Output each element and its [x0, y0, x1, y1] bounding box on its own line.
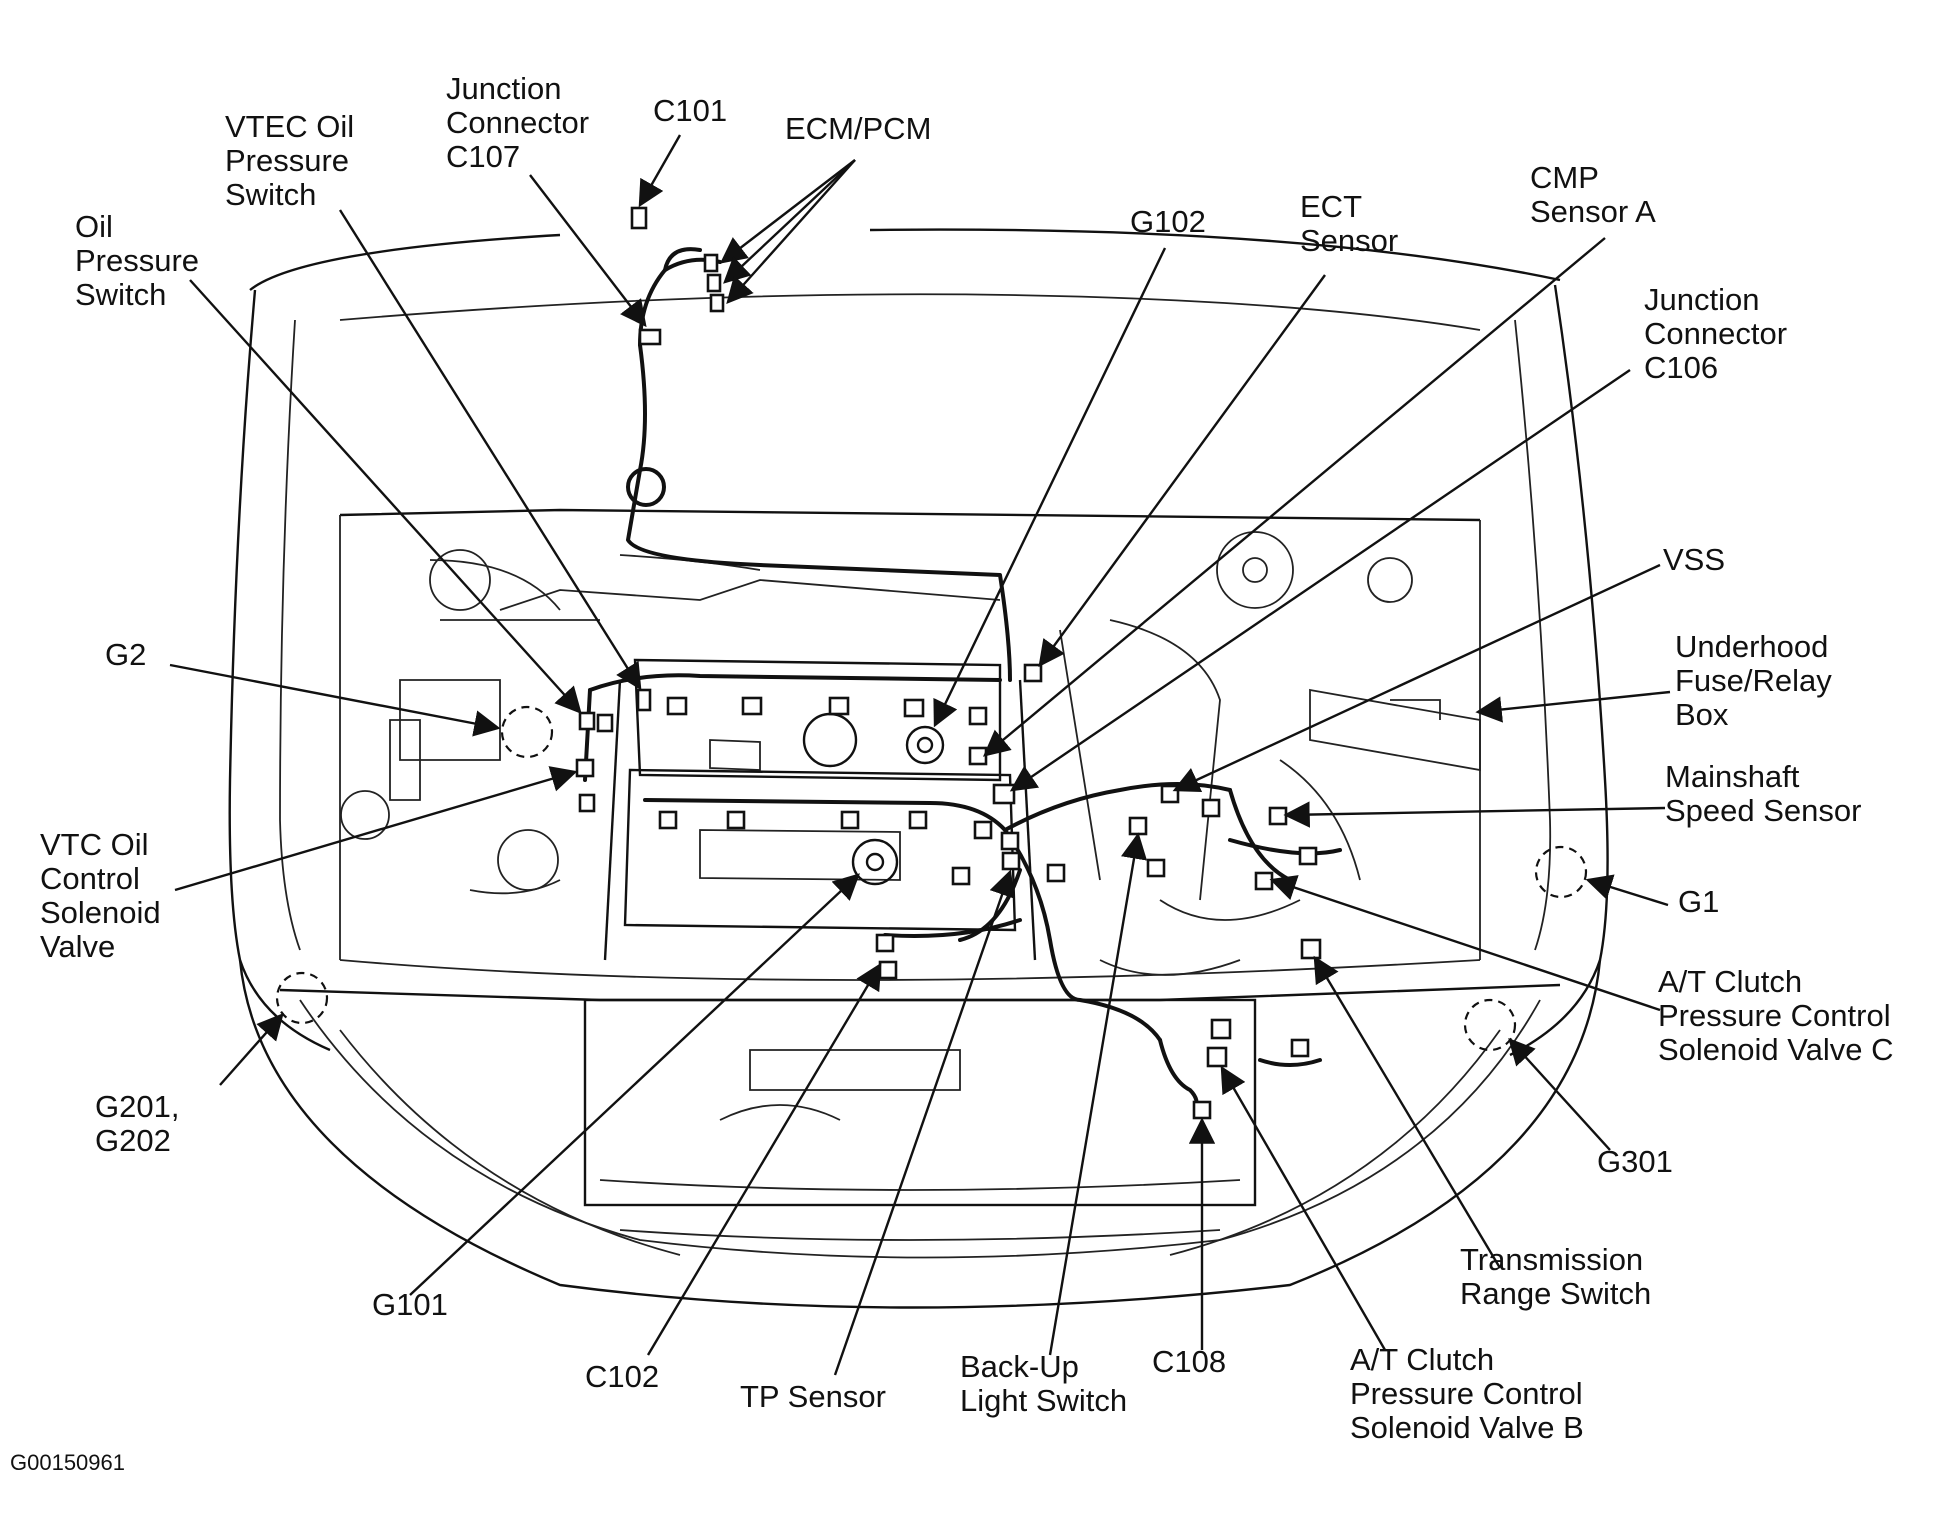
- injector-connector-4: [903, 698, 925, 718]
- g101-ground-ring: [851, 838, 899, 886]
- label-mainshaft-speed-sensor: Mainshaft Speed Sensor: [1665, 759, 1862, 828]
- wiring-harness: [583, 247, 1342, 1112]
- leader-c106: [1009, 369, 1631, 792]
- label-junction-connector-c107: Junction Connector C107: [446, 71, 590, 174]
- leader-mainshaft: [1283, 801, 1666, 828]
- label-cmp-sensor-a: CMP Sensor A: [1530, 160, 1656, 229]
- label-at-clutch-valve-b: A/T Clutch Pressure Control Solenoid Val…: [1350, 1342, 1584, 1445]
- connector-c101: [630, 206, 648, 230]
- g1-ground: [1534, 845, 1588, 899]
- leader-vss: [1172, 563, 1661, 792]
- label-oil-pressure-switch: Oil Pressure Switch: [75, 209, 200, 312]
- leader-c102: [646, 962, 882, 1356]
- label-c102: C102: [585, 1359, 660, 1394]
- ect-sensor-connector: [1023, 663, 1043, 683]
- g102-ground-ring: [905, 725, 945, 765]
- leader-c101: [638, 134, 682, 208]
- label-tp-sensor: TP Sensor: [740, 1379, 886, 1414]
- label-vtc-oil-control-solenoid-valve: VTC Oil Control Solenoid Valve: [40, 827, 161, 964]
- leader-g2: [169, 663, 501, 737]
- leader-c107: [529, 174, 647, 328]
- label-ect-sensor: ECT Sensor: [1300, 189, 1399, 258]
- label-g2: G2: [105, 637, 147, 672]
- g2-ground: [500, 705, 554, 759]
- leader-cmp: [982, 237, 1606, 757]
- coil-connector-1: [658, 810, 678, 830]
- back-up-light-switch-connector: [1128, 816, 1148, 836]
- label-back-up-light-switch: Back-Up Light Switch: [960, 1349, 1128, 1418]
- ecm-pcm-connector-1: [703, 253, 719, 273]
- leader-g201: [219, 1013, 284, 1086]
- label-transmission-range-switch: Transmission Range Switch: [1460, 1242, 1652, 1311]
- connector-c107: [638, 328, 662, 346]
- c102-connector-2: [878, 960, 898, 980]
- leader-ecm-pcm-1: [719, 159, 856, 264]
- leader-trans-range: [1313, 955, 1502, 1269]
- coil-connector-4: [908, 810, 928, 830]
- g201-g202-ground: [275, 971, 329, 1025]
- mainshaft-sensor-connector: [1268, 806, 1288, 826]
- label-g1: G1: [1678, 884, 1720, 919]
- cmp-sensor-connector: [968, 746, 988, 766]
- injector-connector-2: [741, 696, 763, 716]
- leader-valve-c: [1269, 875, 1661, 1012]
- valve-b-connector-1: [1210, 1018, 1232, 1040]
- label-at-clutch-valve-c: A/T Clutch Pressure Control Solenoid Val…: [1658, 964, 1894, 1067]
- label-underhood-fuse-relay-box: Underhood Fuse/Relay Box: [1675, 629, 1832, 732]
- label-ecm-pcm: ECM/PCM: [785, 111, 932, 146]
- label-g301: G301: [1597, 1144, 1673, 1179]
- tp-sensor-connector: [1001, 851, 1021, 871]
- label-g101: G101: [372, 1287, 448, 1322]
- leader-ecm-pcm-2: [723, 159, 856, 284]
- image-code: G00150961: [10, 1450, 125, 1475]
- leader-g102: [933, 247, 1167, 728]
- connectors: [575, 206, 1322, 1120]
- injector-connector-1: [666, 696, 688, 716]
- leader-valve-b: [1220, 1065, 1387, 1351]
- label-c101: C101: [653, 93, 728, 128]
- vehicle-body-outline: [228, 228, 1609, 1309]
- leader-vtec-switch: [338, 209, 642, 691]
- vtc-solenoid-connector: [575, 758, 595, 778]
- injector-connector-3: [828, 696, 850, 716]
- leader-ecm-pcm-3: [726, 159, 856, 304]
- label-g102: G102: [1130, 204, 1206, 239]
- ground-locations: [275, 705, 1588, 1052]
- valve-b-connector-2: [1206, 1046, 1228, 1068]
- leader-vtc: [174, 766, 578, 892]
- label-vss: VSS: [1663, 542, 1726, 577]
- coil-connector-3: [840, 810, 860, 830]
- label-junction-connector-c106: Junction Connector C106: [1644, 282, 1788, 385]
- label-vtec-oil-pressure-switch: VTEC Oil Pressure Switch: [225, 109, 355, 212]
- oil-pressure-switch-connector: [578, 711, 596, 731]
- engine-block: [340, 531, 1481, 976]
- leader-oil-switch: [189, 279, 582, 714]
- leader-lines: [169, 134, 1671, 1376]
- leader-g1: [1585, 874, 1669, 907]
- ecm-pcm-connector-3: [709, 293, 725, 313]
- junction-c106: [992, 783, 1016, 805]
- leader-ect: [1038, 274, 1326, 668]
- leader-g301: [1508, 1038, 1611, 1151]
- valve-c-connector: [1254, 871, 1274, 891]
- label-g201-g202: G201, G202: [95, 1089, 180, 1158]
- coil-connector-2: [726, 810, 746, 830]
- ecm-pcm-connector-2: [706, 273, 722, 293]
- leader-fuse-box: [1475, 690, 1671, 723]
- g301-ground: [1463, 998, 1517, 1052]
- trans-range-switch-connector: [1300, 938, 1322, 960]
- vtec-switch-connector: [636, 688, 652, 712]
- leader-back-up-switch: [1048, 832, 1148, 1356]
- back-up-switch-connector: [1000, 831, 1020, 851]
- c102-connector: [875, 933, 895, 953]
- leader-tp-sensor: [833, 869, 1015, 1376]
- leader-g101: [409, 873, 860, 1296]
- label-c108: C108: [1152, 1344, 1227, 1379]
- c108-connector: [1192, 1100, 1212, 1120]
